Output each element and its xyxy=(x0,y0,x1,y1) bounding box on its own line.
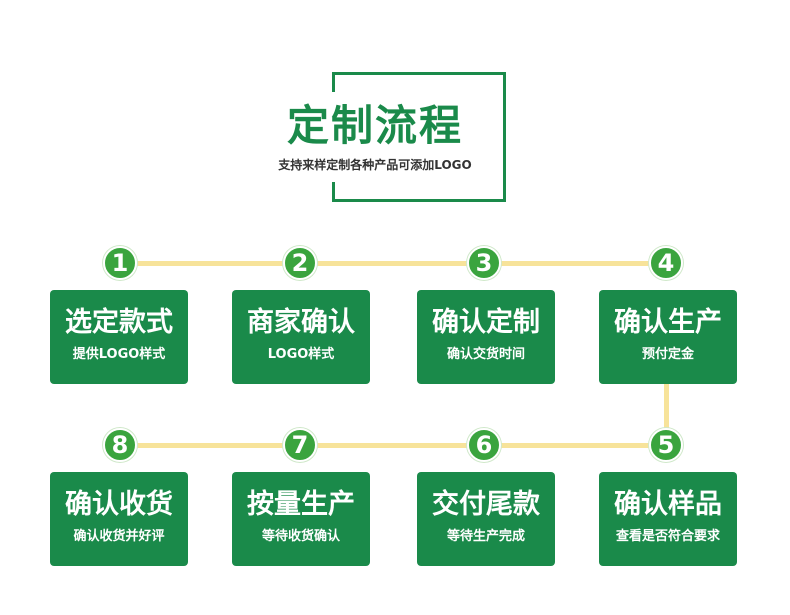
step-6-card: 交付尾款 等待生产完成 xyxy=(417,472,555,566)
step-7-desc: 等待收货确认 xyxy=(261,529,340,544)
step-6-desc: 等待生产完成 xyxy=(446,529,525,544)
step-1-card: 选定款式 提供LOGO样式 xyxy=(50,290,188,384)
step-1-number: 1 xyxy=(103,246,137,280)
step-7-number: 7 xyxy=(283,428,317,462)
step-1-title: 选定款式 xyxy=(65,307,173,338)
step-1-desc: 提供LOGO样式 xyxy=(72,347,166,362)
step-4-desc: 预付定金 xyxy=(641,347,694,362)
step-8-number: 8 xyxy=(103,428,137,462)
connector-row-top xyxy=(120,261,666,266)
title-background xyxy=(262,92,488,182)
step-5-desc: 查看是否符合要求 xyxy=(615,529,720,544)
page-title: 定制流程 xyxy=(286,101,463,150)
step-2-card: 商家确认 LOGO样式 xyxy=(232,290,370,384)
page-subtitle: 支持来样定制各种产品可添加LOGO xyxy=(278,158,472,172)
step-6-number: 6 xyxy=(467,428,501,462)
connector-right-vertical xyxy=(664,378,669,444)
step-5-number: 5 xyxy=(649,428,683,462)
step-5-card: 确认样品 查看是否符合要求 xyxy=(599,472,737,566)
step-8-title: 确认收货 xyxy=(65,489,173,520)
step-3-card: 确认定制 确认交货时间 xyxy=(417,290,555,384)
step-3-title: 确认定制 xyxy=(432,307,540,338)
step-6-title: 交付尾款 xyxy=(432,489,540,520)
step-4-title: 确认生产 xyxy=(614,307,722,338)
step-5-title: 确认样品 xyxy=(614,489,722,520)
step-4-card: 确认生产 预付定金 xyxy=(599,290,737,384)
step-3-desc: 确认交货时间 xyxy=(446,347,525,362)
step-7-card: 按量生产 等待收货确认 xyxy=(232,472,370,566)
connector-row-bottom xyxy=(120,443,666,448)
step-4-number: 4 xyxy=(649,246,683,280)
step-2-number: 2 xyxy=(283,246,317,280)
step-2-desc: LOGO样式 xyxy=(267,347,335,362)
step-3-number: 3 xyxy=(467,246,501,280)
step-2-title: 商家确认 xyxy=(247,307,355,338)
step-8-desc: 确认收货并好评 xyxy=(73,529,165,544)
step-7-title: 按量生产 xyxy=(247,489,355,520)
step-8-card: 确认收货 确认收货并好评 xyxy=(50,472,188,566)
